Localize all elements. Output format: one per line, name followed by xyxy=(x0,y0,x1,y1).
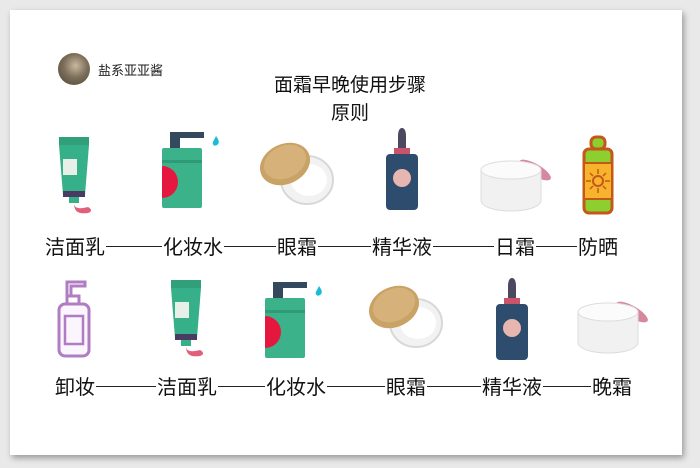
evening-step-label: 精华液 xyxy=(482,375,542,399)
infographic-card xyxy=(10,10,682,455)
morning-step-label: 洁面乳 xyxy=(45,235,105,259)
day-cream-jar-icon xyxy=(475,148,555,217)
step-connector xyxy=(427,385,481,387)
sunscreen-bottle-icon xyxy=(581,135,615,219)
evening-step-label: 晚霜 xyxy=(592,375,632,399)
step-connector xyxy=(536,245,577,247)
toner-pump-bottle-icon xyxy=(261,280,331,364)
toner-pump-bottle-icon xyxy=(158,130,228,214)
step-connector xyxy=(218,385,265,387)
author-badge: 盐系亚亚酱 xyxy=(58,53,163,85)
step-connector xyxy=(96,385,156,387)
evening-step-label: 洁面乳 xyxy=(157,375,217,399)
step-connector xyxy=(318,245,371,247)
morning-step-label: 防晒 xyxy=(578,235,618,259)
step-connector xyxy=(106,245,162,247)
evening-step-label: 眼霜 xyxy=(386,375,426,399)
morning-step-label: 眼霜 xyxy=(277,235,317,259)
eye-cream-jar-icon xyxy=(257,140,337,214)
eye-cream-jar-icon xyxy=(366,283,446,357)
author-name: 盐系亚亚酱 xyxy=(98,63,164,79)
cleanser-tube-icon xyxy=(167,278,207,362)
night-cream-jar-icon xyxy=(572,290,652,359)
step-connector xyxy=(433,245,494,247)
step-connector xyxy=(327,385,385,387)
serum-dropper-bottle-icon xyxy=(492,277,532,367)
title-line-2: 原则 xyxy=(330,102,369,124)
cleanser-tube-icon xyxy=(55,135,95,219)
avatar xyxy=(58,53,90,85)
serum-dropper-bottle-icon xyxy=(382,127,422,217)
makeup-remover-pump-icon xyxy=(55,278,95,362)
morning-step-label: 化妆水 xyxy=(163,235,223,259)
evening-step-label: 化妆水 xyxy=(266,375,326,399)
step-connector xyxy=(224,245,276,247)
morning-step-label: 精华液 xyxy=(372,235,432,259)
title-line-1: 面霜早晚使用步骤 xyxy=(273,74,426,96)
morning-step-label: 日霜 xyxy=(495,235,535,259)
step-connector xyxy=(543,385,591,387)
evening-step-label: 卸妆 xyxy=(55,375,95,399)
